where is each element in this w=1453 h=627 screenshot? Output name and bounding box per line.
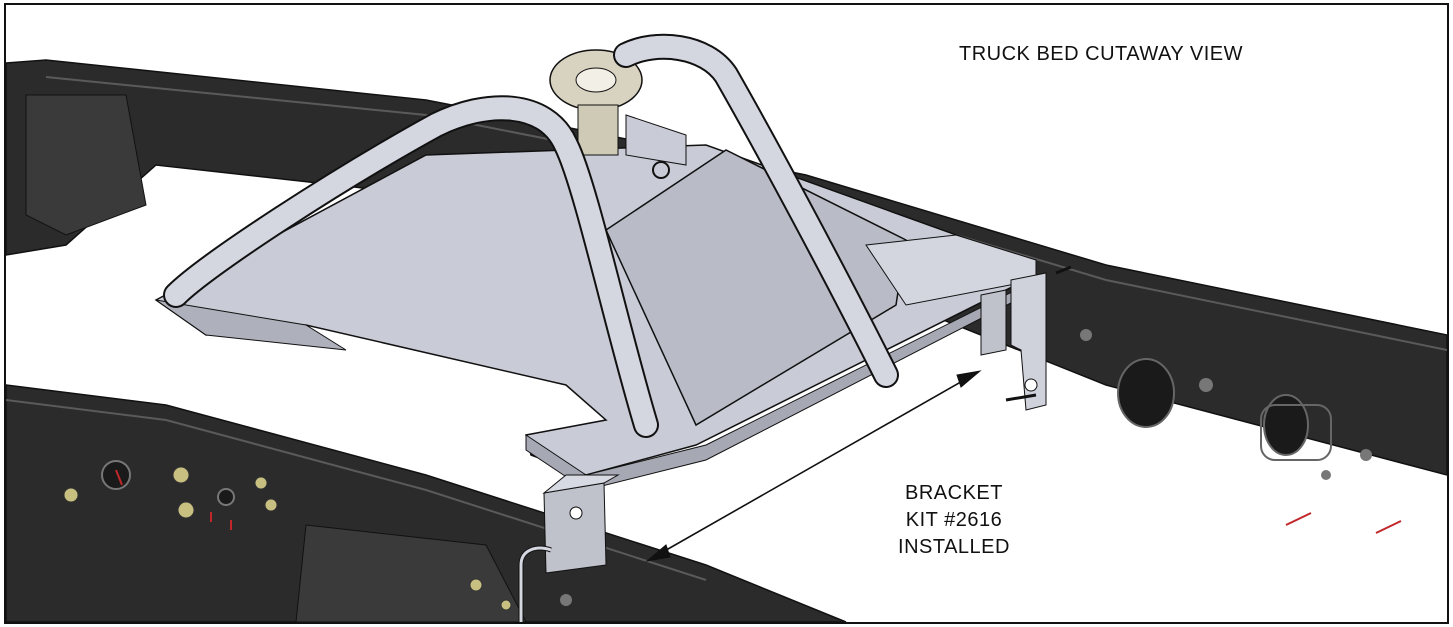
hitch-illustration [6,33,1447,622]
callout-line-3: INSTALLED [898,536,1010,558]
red-marks [115,469,1402,534]
bracket-icon [980,265,1072,411]
callout-line-1: BRACKET [905,482,1003,504]
callout-line-2: KIT #2616 [905,509,1003,531]
frame-rail-front [6,384,847,622]
hitch-tube-loop [163,33,899,438]
leader-arrow-icon [645,370,982,562]
bracket-front [518,474,620,622]
diagram-frame: TRUCK BED CUTAWAY VIEW BRACKET KIT #2616… [4,3,1449,624]
bracket-callout: BRACKET KIT #2616 INSTALLED [864,480,1044,561]
diagram-title: TRUCK BED CUTAWAY VIEW [959,43,1243,65]
